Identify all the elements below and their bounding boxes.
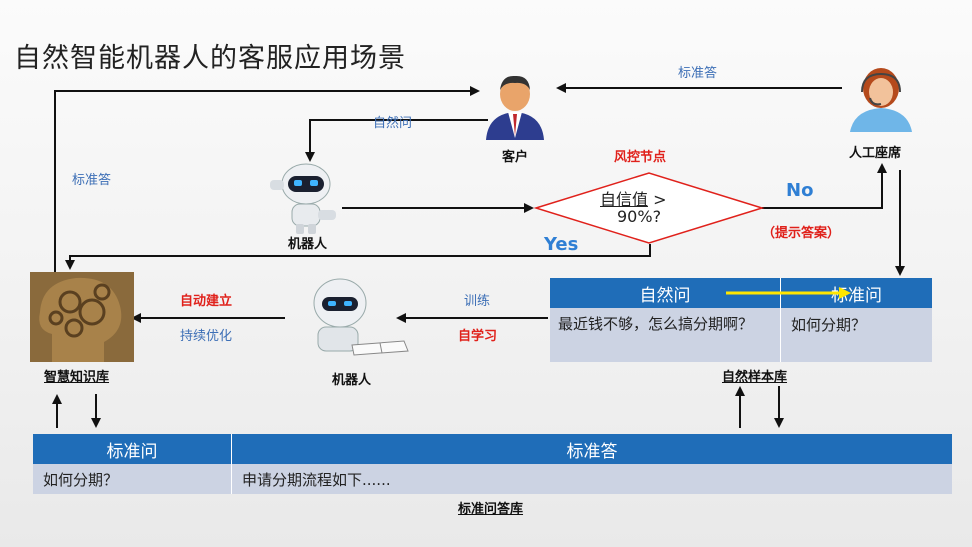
label-natural-question: 自然问: [373, 116, 413, 131]
standard-qa-table: 标准问 标准答 如何分期？ 申请分期流程如下......: [33, 434, 952, 494]
label-kb: 智慧知识库: [44, 370, 110, 385]
label-continuous-opt: 持续优化: [180, 329, 233, 344]
header-standard-answer: 标准答: [231, 434, 952, 464]
diamond-text-line2: 90%?: [617, 207, 662, 226]
header-label: 自然问: [639, 285, 691, 306]
robot-icon-1: [270, 163, 336, 234]
label-no: No: [786, 180, 814, 201]
label-hint: （提示答案）: [762, 226, 841, 241]
label-risk-node: 风控节点: [614, 150, 667, 165]
label-robot-1: 机器人: [288, 237, 328, 252]
label-sample-lib: 自然样本库: [722, 370, 788, 385]
agent-icon: [850, 68, 912, 132]
label-robot-2: 机器人: [332, 373, 372, 388]
knowledge-base-brain-icon: [30, 272, 134, 362]
label-yes: Yes: [544, 234, 579, 255]
arrow-diamond-to-agent: [762, 163, 887, 209]
cell-natural-question: 最近钱不够，怎么搞分期啊？: [550, 308, 781, 362]
label-std-answer-top: 标准答: [678, 66, 718, 81]
label-customer: 客户: [502, 150, 529, 165]
header-standard-question: 标准问: [33, 434, 232, 464]
arrow-customer-to-robot: [305, 119, 488, 162]
robot-reading-icon: [313, 278, 409, 356]
natural-sample-table: 自然问 标准问 最近钱不够，怎么搞分期啊？ 如何分期？: [550, 278, 932, 362]
customer-icon: [486, 75, 544, 140]
table-header-row: 标准问 标准答: [33, 434, 952, 464]
table-row: 最近钱不够，怎么搞分期啊？ 如何分期？: [550, 308, 932, 362]
diamond-text-line1: 自信值 >: [600, 186, 667, 210]
page-title: 自然智能机器人的客服应用场景: [14, 43, 406, 74]
cell-standard-answer: 申请分期流程如下......: [231, 464, 952, 494]
label-self-learn: 自学习: [458, 329, 498, 344]
table-row: 如何分期？ 申请分期流程如下......: [33, 464, 952, 494]
yellow-mapping-arrow: [726, 287, 851, 299]
label-auto-build: 自动建立: [180, 294, 233, 309]
confidence-gt: >: [648, 190, 667, 209]
arrow-diamond-to-kb: [65, 244, 651, 270]
label-agent: 人工座席: [849, 146, 902, 161]
label-train: 训练: [464, 294, 491, 309]
arrow-kb-to-customer: [54, 86, 480, 272]
label-std-answer-left: 标准答: [72, 173, 112, 188]
cell-standard-question: 如何分期？: [33, 464, 232, 494]
cell-standard-question: 如何分期？: [780, 308, 932, 362]
confidence-diamond: [533, 172, 765, 244]
confidence-label: 自信值: [600, 190, 649, 209]
label-qa-lib: 标准问答库: [458, 502, 524, 517]
